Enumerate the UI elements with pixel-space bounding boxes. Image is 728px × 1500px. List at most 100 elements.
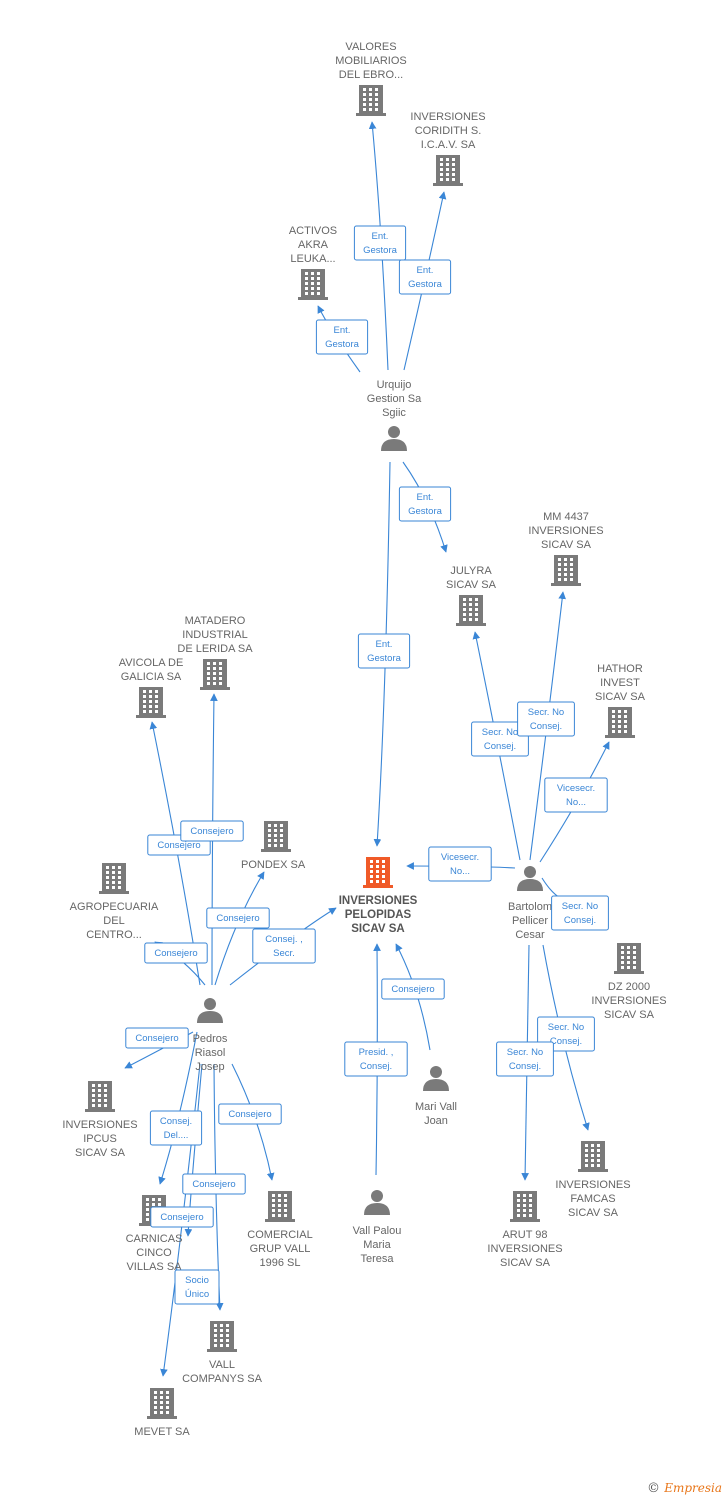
edge-label[interactable]: Vicesecr.No... [428, 846, 492, 882]
edge-label[interactable]: Ent.Gestora [398, 259, 452, 295]
edge-label[interactable]: Consej. ,Secr. [252, 928, 316, 964]
node-label: ACTIVOS [289, 225, 337, 237]
copyright-symbol: © [647, 1481, 661, 1496]
edge-label[interactable]: Ent.Gestora [398, 486, 452, 522]
company-node-avicola[interactable]: AVICOLA DE GALICIA SA [119, 657, 184, 718]
edge-label[interactable]: Ent.Gestora [357, 633, 411, 669]
edge-label-text: Vicesecr. [441, 852, 479, 863]
edge-label-text: Secr. No [528, 707, 564, 718]
node-label: CENTRO... [86, 929, 142, 941]
node-label: SICAV SA [604, 1009, 655, 1021]
person-icon [381, 426, 407, 451]
edge-label[interactable]: Consejero [144, 942, 208, 964]
node-label: CORIDITH S. [415, 125, 482, 137]
node-label: CINCO [136, 1247, 172, 1259]
edge-label[interactable]: Consejero [206, 907, 270, 929]
building-icon [136, 687, 166, 718]
edge-label[interactable]: Consejero [182, 1173, 246, 1195]
node-label: LEUKA... [290, 253, 335, 265]
edge-label-text: Ent. [417, 492, 434, 503]
node-label: INVERSIONES [339, 895, 418, 907]
node-label: SICAV SA [351, 923, 404, 935]
node-label: 1996 SL [260, 1257, 301, 1269]
building-icon [456, 595, 486, 626]
company-node-pondex[interactable]: PONDEX SA [241, 821, 306, 871]
node-label: GALICIA SA [121, 671, 182, 683]
building-icon [298, 269, 328, 300]
building-icon [200, 659, 230, 690]
node-label: DE LERIDA SA [177, 643, 253, 655]
edge-label-text: Secr. No [507, 1047, 543, 1058]
edge-label-text: Ent. [376, 639, 393, 650]
node-label: AVICOLA DE [119, 657, 184, 669]
edge-label[interactable]: Consejero [150, 1206, 214, 1228]
edge-label[interactable]: Presid. ,Consej. [344, 1041, 408, 1077]
node-label: Josep [195, 1061, 224, 1073]
building-icon [551, 555, 581, 586]
node-label: Riasol [195, 1047, 226, 1059]
node-label: GRUP VALL [250, 1243, 311, 1255]
company-node-agropecuaria[interactable]: AGROPECUARIADELCENTRO... [70, 863, 159, 941]
node-label: Cesar [515, 929, 545, 941]
building-icon [433, 155, 463, 186]
building-icon [510, 1191, 540, 1222]
person-icon [423, 1066, 449, 1091]
edge-label-text: Consejero [228, 1109, 271, 1120]
building-icon [99, 863, 129, 894]
node-label: DEL EBRO... [339, 69, 403, 81]
node-label: SICAV SA [568, 1207, 619, 1219]
edge-label[interactable]: Ent.Gestora [315, 319, 369, 355]
edge-label[interactable]: Ent. Gestora [353, 225, 407, 261]
node-label: HATHOR [597, 663, 643, 675]
company-node-mevet[interactable]: MEVET SA [134, 1388, 190, 1438]
node-label: MATADERO [185, 615, 246, 627]
company-node-activos[interactable]: ACTIVOSAKRALEUKA... [289, 225, 337, 300]
node-label: Sgiic [382, 407, 406, 419]
edge-urquijo-to-pelopidas [373, 461, 391, 847]
edge-label[interactable]: Consej.Del.... [149, 1110, 203, 1146]
edge-label[interactable]: Consejero [125, 1027, 189, 1049]
edge-label[interactable]: Consejero [218, 1103, 282, 1125]
company-node-comercial[interactable]: COMERCIAL GRUP VALL 1996 SL [247, 1191, 313, 1269]
company-node-matadero[interactable]: MATADERO INDUSTRIAL DE LERIDA SA [177, 615, 253, 690]
edge-label[interactable]: Consejero [180, 820, 244, 842]
node-label: INDUSTRIAL [182, 629, 247, 641]
brand-logo[interactable]: Empresia [664, 1481, 722, 1495]
edge-label-text: Consej. [550, 1036, 582, 1047]
edge-pedros-to-carnicas [158, 1031, 198, 1185]
building-icon [147, 1388, 177, 1419]
edge-label[interactable]: Consejero [381, 978, 445, 1000]
node-label: PELOPIDAS [345, 909, 412, 921]
building-icon [605, 707, 635, 738]
edge-label[interactable]: Secr. No Consej. [517, 701, 575, 737]
edge-label[interactable]: Vicesecr.No... [544, 777, 608, 813]
company-node-pelopidas[interactable]: INVERSIONES PELOPIDAS SICAV SA [339, 857, 418, 935]
node-label: FAMCAS [570, 1193, 615, 1205]
edge-label-text: Gestora [363, 245, 398, 256]
edge-label-text: Consejero [160, 1212, 203, 1223]
edge-label-text: Gestora [408, 279, 443, 290]
node-label: COMERCIAL [247, 1229, 312, 1241]
edge-label-text: Ent. [372, 231, 389, 242]
edge-label-text: Consej. [530, 721, 562, 732]
